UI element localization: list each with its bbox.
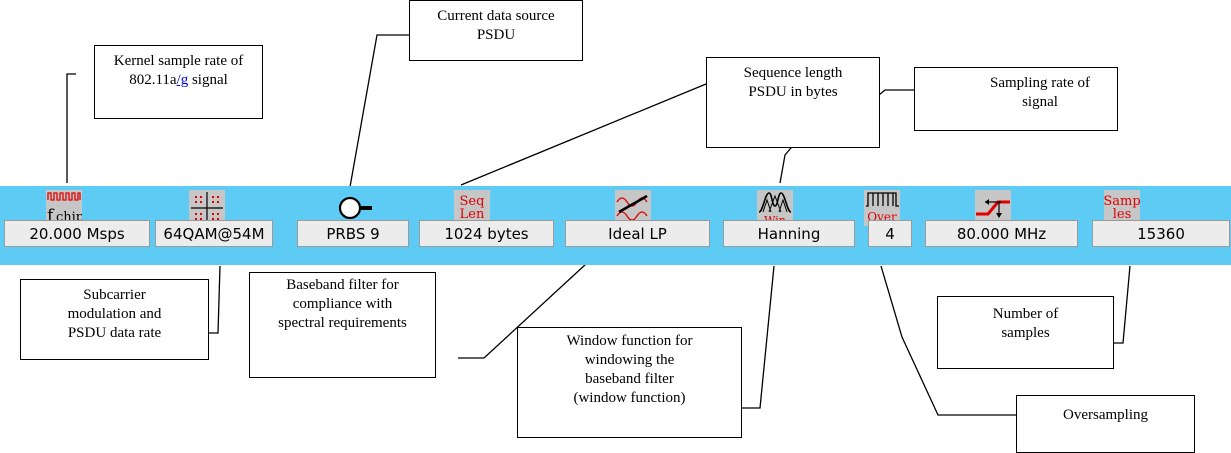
callout-baseband-filter: Baseband filter for compliance with spec… [249, 272, 436, 378]
data-source-field[interactable]: PRBS 9 [297, 220, 409, 247]
samples-icon-label: Samp les [1104, 194, 1140, 222]
callout-number-of-samples-text: Number of samples [992, 306, 1059, 341]
sequence-length-icon-label: Seq Len [459, 194, 485, 222]
callout-oversampling-text: Oversampling [1063, 407, 1148, 423]
oversampling-field[interactable]: 4 [868, 220, 912, 247]
callout-window-function-text: Window function for windowing the baseba… [566, 333, 693, 406]
data-source-icon[interactable] [337, 190, 373, 226]
callout-kernel-sample-rate-text: Kernel sample rate of 802.11a/g signal [113, 53, 244, 88]
filter-field[interactable]: Ideal LP [565, 220, 710, 247]
callout-number-of-samples: Number of samples [937, 296, 1114, 369]
callout-kernel-sample-rate: Kernel sample rate of 802.11a/g signal [94, 45, 263, 119]
signal-toolbar: f chip Seq Len [0, 186, 1231, 265]
sequence-length-field[interactable]: 1024 bytes [419, 220, 554, 247]
callout-subcarrier-modulation-text: Subcarrier modulation and PSDU data rate [67, 287, 162, 341]
callout-sequence-length-text: Sequence length PSDU in bytes [743, 65, 843, 100]
callout-data-source-text: Current data source PSDU [437, 8, 555, 43]
callout-subcarrier-modulation: Subcarrier modulation and PSDU data rate [20, 279, 209, 360]
samples-field[interactable]: 15360 [1092, 220, 1230, 247]
callout-window-function: Window function for windowing the baseba… [517, 327, 742, 438]
chip-rate-field[interactable]: 20.000 Msps [4, 220, 150, 247]
callout-baseband-filter-text: Baseband filter for compliance with spec… [278, 277, 407, 331]
callout-oversampling: Oversampling [1016, 395, 1195, 453]
callout-link-g[interactable]: /g [176, 72, 189, 88]
svg-text:f: f [47, 206, 55, 226]
sampling-rate-field[interactable]: 80.000 MHz [925, 220, 1078, 247]
callout-sampling-rate: Sampling rate of signal [914, 67, 1118, 131]
window-field[interactable]: Hanning [723, 220, 855, 247]
callout-data-source: Current data source PSDU [409, 0, 583, 61]
callout-sampling-rate-text: Sampling rate of signal [990, 75, 1090, 110]
modulation-field[interactable]: 64QAM@54M [155, 220, 273, 247]
callout-sequence-length: Sequence length PSDU in bytes [706, 57, 880, 148]
